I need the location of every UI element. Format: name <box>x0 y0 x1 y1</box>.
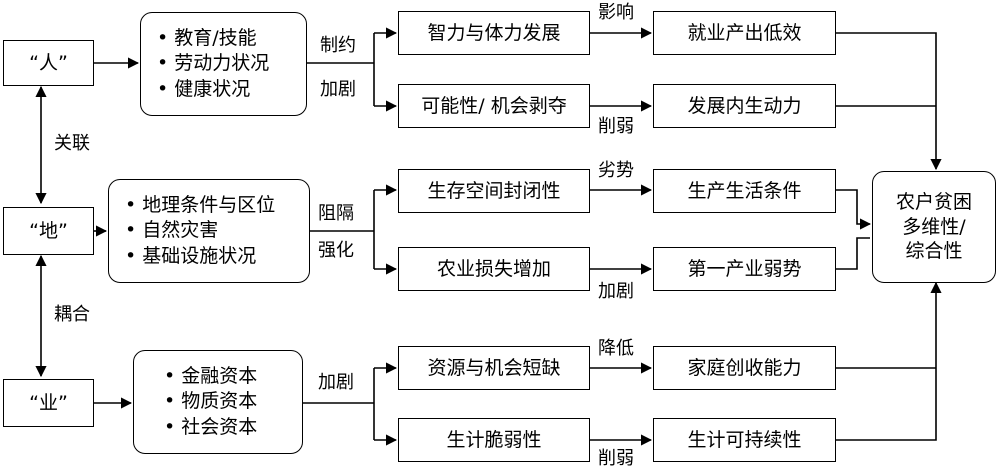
edge-label-yingxiang: 影响 <box>598 2 634 23</box>
branch-label-jiaju1: 加剧 <box>320 79 356 100</box>
list-item: • 劳动力状况 <box>157 52 270 75</box>
edge-label-xueruo1: 削弱 <box>598 116 634 137</box>
list-item: • 社会资本 <box>164 415 258 438</box>
box-keneng: 可能性/ 机会剥夺 <box>398 84 590 128</box>
arrow-diyi-to-outcome <box>836 237 870 270</box>
edge-label-xueruo2: 削弱 <box>598 448 634 469</box>
box-diyi: 第一产业弱势 <box>653 247 836 291</box>
list-item: • 教育/技能 <box>157 27 257 50</box>
list-box-di: • 地理条件与区位 • 自然灾害 • 基础设施状况 <box>108 179 310 283</box>
arrow-jiuye-to-outcome <box>836 32 942 171</box>
box-ziyuan: 资源与机会短缺 <box>398 346 590 390</box>
list-item: • 物质资本 <box>164 390 258 413</box>
box-kechixu: 生计可持续性 <box>653 418 836 462</box>
arrow-shengchan-to-outcome <box>836 189 872 230</box>
branch-label-qianghua: 强化 <box>318 240 354 261</box>
box-zhili: 智力与体力发展 <box>398 11 590 55</box>
box-jiating: 家庭创收能力 <box>653 346 836 390</box>
box-shengchan: 生产生活条件 <box>653 169 836 213</box>
list-item: • 金融资本 <box>164 365 258 388</box>
outcome-line: 多维性/ <box>902 215 966 238</box>
outcome-box: 农户贫困 多维性/ 综合性 <box>872 171 996 283</box>
branch-label-zuge: 阻隔 <box>318 203 354 224</box>
box-nongye: 农业损失增加 <box>398 247 590 291</box>
list-item: • 健康状况 <box>157 77 251 100</box>
list-box-ren: • 教育/技能 • 劳动力状况 • 健康状况 <box>140 12 307 116</box>
outcome-line: 农户贫困 <box>895 190 972 213</box>
list-item: • 基础设施状况 <box>125 244 257 267</box>
list-box-ye: • 金融资本 • 物质资本 • 社会资本 <box>133 350 303 454</box>
list-item: • 自然灾害 <box>125 219 219 242</box>
edge-label-jiangdi: 降低 <box>598 338 634 359</box>
box-shengcun: 生存空间封闭性 <box>398 169 590 213</box>
link-label-ouhe: 耦合 <box>54 304 90 325</box>
outcome-line: 综合性 <box>905 240 963 263</box>
factor-di-box: “地” <box>3 207 94 255</box>
link-label-guanlian: 关联 <box>54 133 90 154</box>
list-item: • 地理条件与区位 <box>125 194 276 217</box>
branch-label-zhiyue: 制约 <box>320 35 356 56</box>
box-fazhan: 发展内生动力 <box>653 84 836 128</box>
edge-label-lieshi: 劣势 <box>598 160 634 181</box>
branch-label-jiaju3: 加剧 <box>318 372 354 393</box>
arrow-kechixu-to-outcome <box>836 281 942 441</box>
factor-ren-box: “人” <box>3 40 94 86</box>
box-jiuye: 就业产出低效 <box>653 11 836 55</box>
factor-ye-box: “业” <box>3 379 94 427</box>
edge-label-jiaju2: 加剧 <box>598 281 634 302</box>
box-shengji: 生计脆弱性 <box>398 418 590 462</box>
